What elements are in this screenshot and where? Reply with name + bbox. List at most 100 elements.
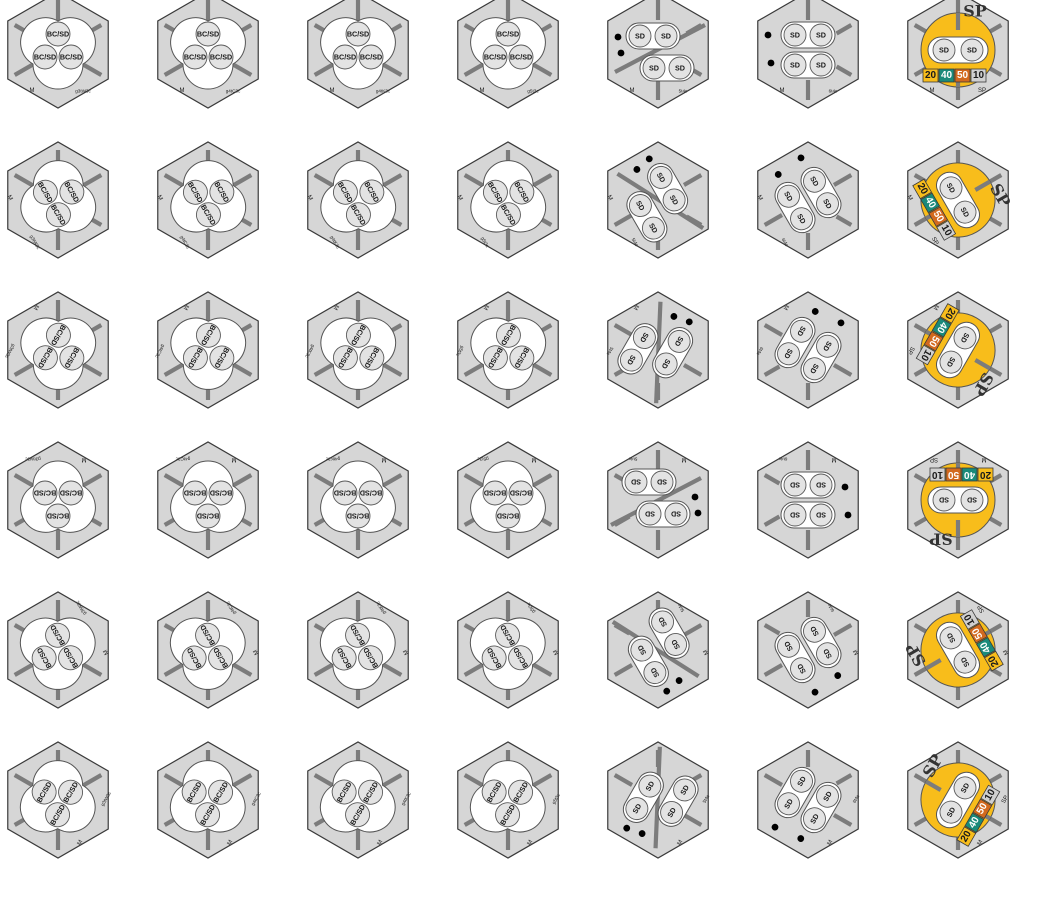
slot-label: BC/SD (184, 53, 206, 62)
tile-code: g4tK3c (325, 457, 340, 462)
mine-label: M (6, 194, 14, 201)
revenue-box-bg (961, 467, 978, 482)
revenue-box-bg (964, 812, 985, 834)
city-slot-circle (358, 480, 384, 506)
city-outline (320, 460, 396, 533)
slot-label: SD (675, 64, 685, 73)
city-slot-circle (58, 779, 84, 805)
city-slot: BC/SD (45, 622, 71, 648)
city-slot-circle (208, 779, 234, 805)
town-dot (797, 835, 805, 842)
city-slot: BC/SD (345, 21, 371, 47)
track-segment (763, 364, 781, 377)
city-slot-circle (939, 800, 963, 824)
slot-label: SD (795, 325, 808, 338)
city-slot: BC/SD (181, 645, 207, 671)
city-slot-circle (816, 334, 839, 358)
slot-label: SD (673, 335, 686, 348)
track-segment (655, 750, 661, 768)
revenue-box-bg (931, 316, 952, 338)
slot-label: BC/SD (510, 53, 532, 62)
city-slot: BC/SD (495, 802, 521, 828)
revenue-box: 50 (972, 798, 993, 820)
city-slot-circle (481, 779, 507, 805)
slot-label: SD (967, 46, 977, 55)
slot-label: SD (821, 340, 834, 353)
city-slot: BC/SD (495, 322, 521, 348)
track-segment (682, 363, 703, 377)
mine-label: M (930, 88, 935, 94)
city-slot-circle (953, 326, 977, 350)
city-slot-circle (777, 184, 800, 208)
tile-code: g4tK3c (400, 791, 412, 806)
slot-label: BC/SD (197, 512, 219, 521)
slot-label: SD (661, 32, 671, 41)
city-slot: BC/SD (359, 345, 385, 371)
track-segment (913, 516, 928, 527)
city-slot-circle (673, 778, 697, 802)
tile-code: g5t3c (455, 345, 465, 358)
track-segment (832, 813, 853, 827)
slot-label: SD (649, 64, 659, 73)
city-slot-circle (650, 470, 674, 494)
mine-label: M (30, 88, 35, 94)
slot-label: SD (656, 615, 669, 628)
city-slot: BC/SD (31, 779, 57, 805)
city-slot-circle (32, 179, 58, 205)
track-segment (763, 773, 784, 787)
city-slot: BC/SD (182, 345, 208, 371)
revenue-box: 20 (912, 178, 933, 200)
city-slot-circle (953, 776, 977, 800)
revenue-box: 50 (928, 206, 949, 227)
revenue-value: 20 (986, 653, 1001, 669)
